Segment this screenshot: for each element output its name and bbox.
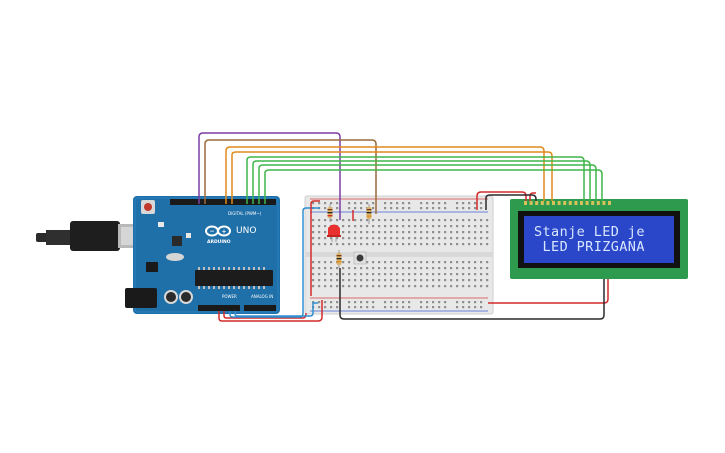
wire-orange-1 — [225, 146, 545, 204]
crystal — [166, 253, 184, 261]
lcd-screen — [524, 216, 674, 263]
lcd-line-1: Stanje LED je — [534, 224, 645, 240]
wire-brown — [204, 139, 377, 214]
wire-red-bottom-right — [488, 279, 609, 304]
svg-text:+: + — [222, 229, 227, 236]
breadboard[interactable] — [304, 195, 494, 315]
resistor-3[interactable] — [336, 250, 342, 268]
power-label: POWER — [222, 294, 237, 299]
analog-label: ANALOG IN — [251, 294, 273, 299]
red-led[interactable] — [327, 224, 341, 243]
usb-cable — [36, 221, 140, 251]
power-jack — [125, 288, 157, 308]
model-label: UNO — [236, 226, 256, 236]
breadboard-holes — [312, 202, 489, 309]
wire-blue-gnd-2 — [234, 302, 318, 317]
lcd-module[interactable]: Stanje LED je LED PRIZGANA — [510, 199, 688, 279]
pushbutton[interactable] — [353, 251, 367, 265]
wire-orange-2 — [231, 151, 553, 204]
wire-black-bottom — [339, 268, 605, 320]
brand-label: ARDUINO — [207, 239, 231, 245]
reset-button[interactable] — [141, 200, 155, 214]
digital-header — [170, 199, 276, 205]
resistor-1[interactable] — [327, 204, 333, 222]
digital-header-label: DIGITAL (PWM~) — [228, 211, 262, 216]
wire-green-3 — [258, 164, 597, 204]
wire-red-5v — [218, 300, 323, 322]
wires — [198, 132, 609, 322]
wire-black-lcd — [485, 194, 537, 210]
wire-red-lcd-2 — [529, 192, 536, 201]
atmega-chip — [195, 270, 273, 286]
resistor-2[interactable] — [366, 204, 372, 224]
wire-green-2 — [252, 160, 591, 204]
wire-purple — [198, 132, 341, 220]
lcd-line-2: LED PRIZGANA — [534, 239, 645, 255]
arduino-uno-board[interactable]: DIGITAL (PWM~) − + ARDUINO UNO POWER — [125, 196, 280, 314]
lcd-pins — [524, 201, 611, 205]
arduino-logo: − + ARDUINO — [205, 225, 231, 245]
wire-red-top-rail — [310, 200, 320, 296]
wire-green-1 — [246, 156, 585, 204]
wire-green-4 — [264, 169, 603, 204]
analog-header — [244, 305, 276, 311]
svg-text:−: − — [210, 228, 215, 235]
power-header — [198, 305, 240, 311]
chip-pins — [198, 267, 265, 289]
